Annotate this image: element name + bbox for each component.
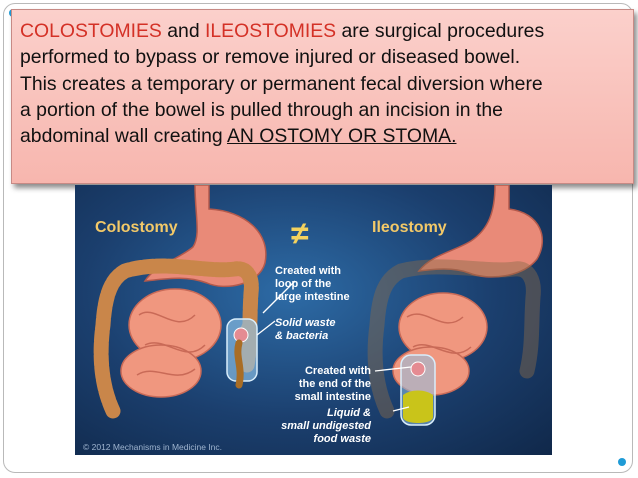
ann4-line-2: small undigested	[281, 420, 371, 432]
term-colostomies: COLOSTOMIES	[20, 20, 162, 42]
callout-line-5-prefix: abdominal wall creating	[20, 125, 223, 148]
ann3-line-1: Created with	[304, 365, 371, 377]
not-equal-symbol: ≠	[291, 215, 309, 251]
ann3-line-2: the end of the	[298, 378, 371, 390]
callout-line-1: COLOSTOMIES and ILEOSTOMIES are surgical…	[20, 18, 625, 44]
callout-line-5: abdominal wall creating AN OSTOMY OR STO…	[20, 123, 625, 149]
ostomy-comparison-illustration: Colostomy ≠ Ileostomy Created with loop …	[75, 185, 552, 455]
ann2-line-2: & bacteria	[275, 330, 329, 342]
callout-line-1-rest: are surgical procedures	[341, 20, 545, 42]
ann3-line-3: small intestine	[294, 391, 371, 403]
word-and: and	[167, 20, 200, 42]
ann4-line-1: Liquid &	[327, 407, 371, 419]
callout-line-4: a portion of the bowel is pulled through…	[20, 98, 503, 121]
copyright-notice: © 2012 Mechanisms in Medicine Inc.	[83, 442, 223, 452]
ann1-line-2: loop of the	[275, 278, 332, 290]
corner-dot-bottom-right	[618, 458, 626, 466]
ann1-line-3: large intestine	[275, 291, 350, 303]
ostomy-stoma-emphasis: AN OSTOMY OR STOMA.	[226, 125, 457, 148]
annotation-solid-waste: Solid waste & bacteria	[275, 317, 336, 343]
anatomy-drawing	[93, 185, 544, 426]
colostomy-label: Colostomy	[95, 219, 178, 236]
stomach-right	[417, 185, 544, 278]
annotation-loop-large-intestine: Created with loop of the large intestine	[275, 265, 350, 304]
annotation-liquid-waste: Liquid & small undigested food waste	[271, 407, 371, 446]
ann2-line-1: Solid waste	[275, 317, 336, 329]
callout-line-2: performed to bypass or remove injured or…	[20, 46, 521, 69]
annotation-end-small-intestine: Created with the end of the small intest…	[287, 365, 371, 404]
callout-line-3: This creates a temporary or permanent fe…	[20, 72, 543, 95]
ann1-line-1: Created with	[275, 265, 342, 277]
large-intestine-right-ghost	[367, 259, 541, 419]
small-intestine-left	[120, 288, 222, 398]
term-ileostomies: ILEOSTOMIES	[205, 20, 337, 42]
ileostomy-label: Ileostomy	[372, 219, 447, 236]
definition-callout: COLOSTOMIES and ILEOSTOMIES are surgical…	[11, 9, 634, 184]
ann4-line-3: food waste	[313, 433, 371, 445]
